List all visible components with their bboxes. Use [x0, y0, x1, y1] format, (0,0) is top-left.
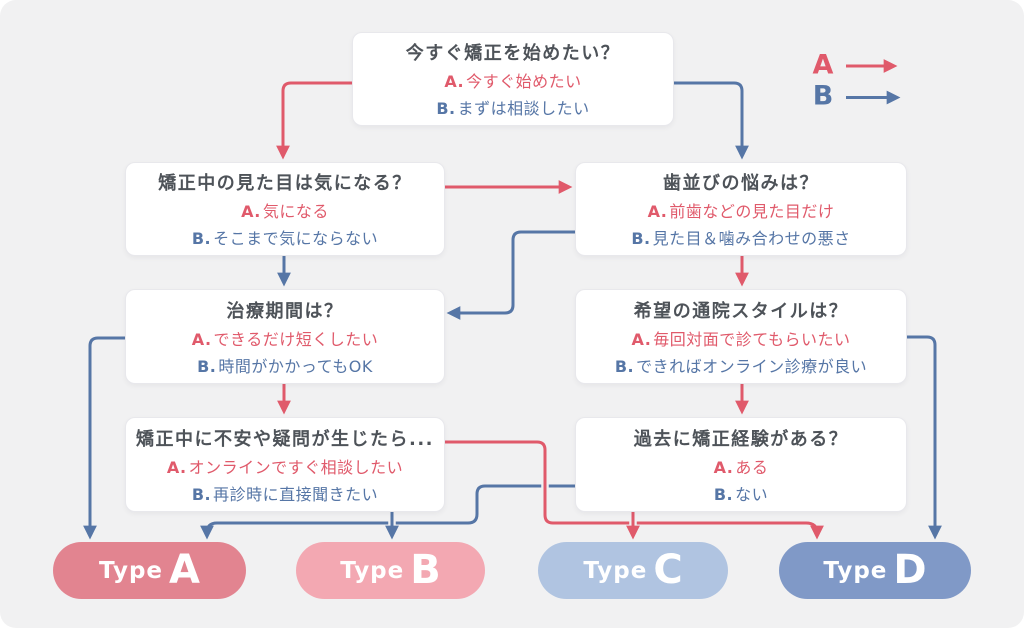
answer-b-text: 再診時に直接聞きたい [213, 484, 379, 504]
question-text: 希望の通院スタイルは？ [633, 300, 849, 322]
question-box-concern: 歯並びの悩みは？ A.前歯などの見た目だけ B.見た目＆噛み合わせの悪さ [575, 162, 907, 256]
answer-a: A.オンラインですぐ相談したい [167, 454, 403, 478]
answer-a-text: ある [735, 457, 769, 477]
legend-label-b: B [812, 80, 834, 112]
answer-a: A.ある [714, 454, 769, 478]
answer-a: A.気になる [241, 198, 329, 222]
question-box-visit: 希望の通院スタイルは？ A.毎回対面で診てもらいたい B.できればオンライン診療… [575, 289, 907, 384]
question-text: 矯正中の見た目は気になる？ [158, 173, 412, 194]
question-box-experience: 過去に矯正経験がある？ A.ある B.ない [575, 417, 907, 512]
answer-a-text: 今すぐ始めたい [466, 72, 582, 91]
result-type-b: Type B [296, 542, 485, 599]
question-text: 今すぐ矯正を始めたい？ [405, 43, 621, 64]
answer-b: B.時間がかかってもOK [197, 353, 373, 377]
edge-start-b [672, 81, 749, 160]
result-type-d: Type D [779, 542, 971, 599]
answer-b-prefix: B. [191, 484, 212, 504]
answer-b-text: そこまで気にならない [213, 229, 379, 248]
answer-b: B.見た目＆噛み合わせの悪さ [631, 225, 850, 249]
result-letter: B [410, 546, 441, 593]
result-type-c: Type C [538, 542, 728, 599]
answer-b: B.そこまで気にならない [192, 225, 378, 249]
question-text: 矯正中に不安や疑問が生じたら... [135, 428, 434, 450]
answer-a: A.前歯などの見た目だけ [648, 198, 835, 222]
answer-a-text: 前歯などの見た目だけ [669, 202, 835, 221]
answer-a-text: 毎回対面で診てもらいたい [653, 329, 851, 349]
edge-start-a [276, 81, 352, 160]
answer-a-prefix: A. [631, 329, 652, 349]
answer-b-prefix: B. [436, 99, 456, 118]
answer-b-prefix: B. [197, 356, 217, 376]
result-word: Type [823, 557, 888, 584]
question-text: 歯並びの悩みは？ [663, 173, 819, 194]
answer-a-prefix: A. [241, 202, 261, 221]
answer-a: A.毎回対面で診てもらいたい [632, 326, 851, 350]
result-letter: D [893, 546, 927, 593]
result-letter: C [653, 546, 683, 593]
answer-a-prefix: A. [647, 202, 668, 221]
answer-b-prefix: B. [614, 356, 635, 376]
result-word: Type [340, 557, 405, 584]
answer-a-text: 気になる [262, 202, 329, 221]
answer-b-text: 時間がかかってもOK [218, 356, 373, 376]
question-box-looks: 矯正中の見た目は気になる？ A.気になる B.そこまで気にならない [125, 162, 445, 256]
result-word: Type [583, 557, 648, 584]
question-box-start: 今すぐ矯正を始めたい？ A.今すぐ始めたい B.まずは相談したい [352, 32, 674, 126]
answer-b-prefix: B. [191, 229, 212, 248]
answer-b-text: できればオンライン診療が良い [636, 356, 868, 376]
edge-duration-b [83, 336, 125, 540]
answer-a-prefix: A. [166, 457, 187, 477]
question-box-anxiety: 矯正中に不安や疑問が生じたら... A.オンラインですぐ相談したい B.再診時に… [125, 417, 445, 512]
answer-a-prefix: A. [191, 329, 212, 349]
answer-b: B.再診時に直接聞きたい [192, 481, 378, 505]
answer-b: B.ない [714, 481, 768, 505]
answer-b: B.できればオンライン診療が良い [615, 353, 867, 377]
result-word: Type [99, 557, 164, 584]
answer-a: A.できるだけ短くしたい [192, 326, 378, 350]
question-box-duration: 治療期間は？ A.できるだけ短くしたい B.時間がかかってもOK [125, 289, 445, 384]
answer-a-prefix: A. [444, 72, 465, 91]
answer-b-prefix: B. [713, 484, 734, 504]
question-text: 治療期間は？ [226, 300, 344, 322]
result-type-a: Type A [53, 542, 246, 599]
answer-a-text: オンラインですぐ相談したい [188, 457, 404, 477]
answer-b-text: 見た目＆噛み合わせの悪さ [652, 229, 851, 248]
answer-b-text: ない [735, 484, 769, 504]
answer-b: B.まずは相談したい [436, 95, 589, 119]
answer-b-text: まずは相談したい [457, 99, 590, 118]
question-text: 過去に矯正経験がある？ [633, 428, 849, 450]
edge-concern-b [446, 230, 575, 320]
answer-a-text: できるだけ短くしたい [213, 329, 379, 349]
legend-label-a: A [812, 49, 834, 81]
answer-b-prefix: B. [631, 229, 651, 248]
result-letter: A [169, 546, 200, 593]
edge-visit-b [905, 335, 942, 540]
answer-a-prefix: A. [713, 457, 734, 477]
answer-a: A.今すぐ始めたい [444, 68, 581, 92]
